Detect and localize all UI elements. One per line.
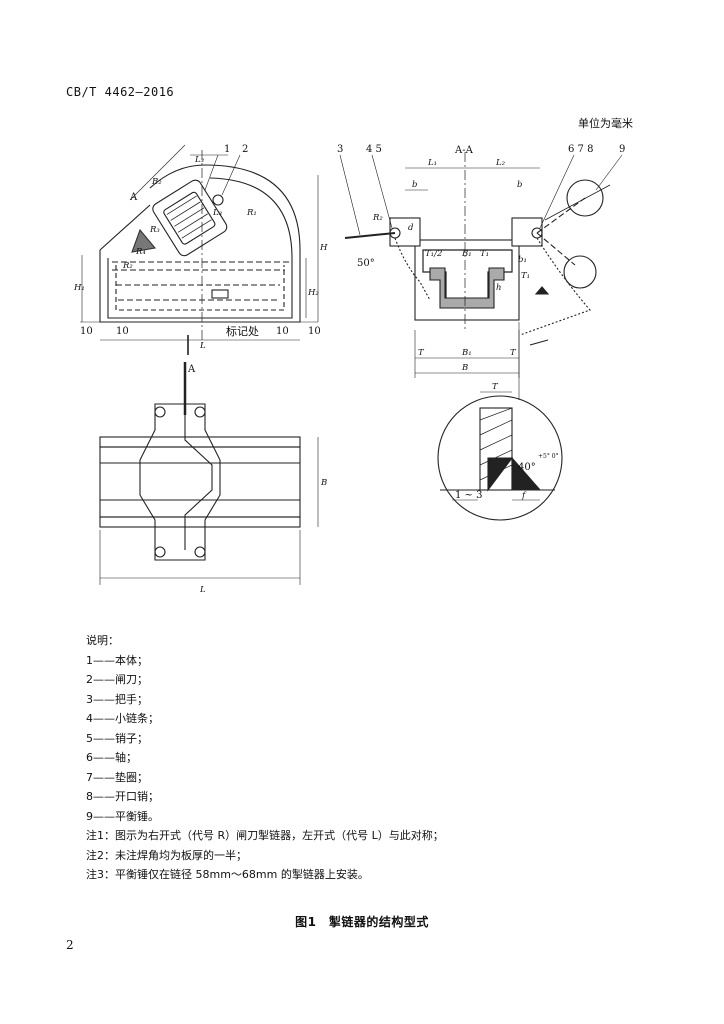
dim-L1: L₁	[427, 158, 437, 168]
dim-10-b: 10	[116, 326, 129, 337]
legend: 说明： 1——本体； 2——闸刀； 3——把手； 4——小链条； 5——销子； …	[86, 631, 444, 885]
dim-R4: R₄	[135, 247, 146, 257]
dim-h: h	[496, 283, 501, 293]
callout-2: 2	[242, 144, 248, 155]
angle-40: 40°	[518, 462, 536, 473]
section-title: A-A	[454, 145, 474, 156]
legend-item: 6——轴；	[86, 751, 137, 764]
note-2: 注2：未注焊角均为板厚的一半；	[86, 848, 247, 862]
dim-L3: L₃	[194, 155, 205, 165]
dim-B2: B₂	[151, 177, 162, 187]
body-outline	[99, 164, 301, 323]
dim-L2: L₂	[495, 158, 506, 168]
note-3: 注3：平衡锤仅在链径 58mm～68mm 的掣链器上安装。	[86, 868, 369, 881]
dim-10-a: 10	[80, 326, 93, 337]
legend-item: 7——垫圈；	[86, 770, 148, 784]
dim-T-right: T	[510, 348, 517, 358]
legend-item: 8——开口销；	[86, 790, 159, 803]
callout-1: 1	[224, 144, 230, 155]
dim-b1: b₁	[518, 255, 527, 265]
dim-L-plan: L	[199, 585, 206, 595]
dim-B-plan: B	[320, 478, 327, 488]
standard-code: CB/T 4462—2016	[66, 85, 175, 99]
page-number: 2	[66, 938, 74, 952]
dim-b: b	[412, 180, 417, 190]
angle-tol: +5° 0°	[538, 453, 559, 460]
dim-B1-top: B₁	[461, 249, 472, 259]
dim-T-half: T₁/2	[425, 249, 442, 259]
note-1: 注1：图示为右开式（代号 R）闸刀掣链器，左开式（代号 L）与此对称；	[86, 829, 444, 842]
dim-B1: B₁	[461, 348, 472, 358]
technical-drawing: 1 2 3 4 5 6 7 8 9 A-A L₃ B₂ R₁ L₃ R₃ R₄ …	[73, 144, 625, 595]
section-marker-bottom: A	[187, 364, 196, 375]
legend-heading: 说明：	[86, 634, 119, 647]
dim-R3: R₃	[149, 225, 160, 235]
legend-item: 9——平衡锤。	[86, 809, 159, 823]
dim-L3-b: L₃	[212, 208, 223, 218]
callout-6-7-8: 6 7 8	[568, 144, 593, 155]
dim-10-d: 10	[308, 326, 321, 337]
dim-R2-sec: R₂	[372, 213, 383, 223]
legend-item: 5——销子；	[86, 731, 148, 745]
dim-H1: H₁	[73, 283, 85, 293]
legend-item: 3——把手；	[86, 692, 148, 706]
legend-item: 4——小链条；	[86, 712, 159, 725]
dim-f: f	[521, 491, 527, 501]
detail-dim: 1 ~ 3	[455, 490, 482, 501]
unit-note: 单位为毫米	[578, 117, 633, 130]
dim-T1-side: T₁	[521, 271, 530, 281]
figure-caption: 图1 掣链器的结构型式	[295, 915, 429, 929]
dim-R1: R₁	[246, 208, 257, 218]
dim-T1: T₁	[480, 249, 489, 259]
callout-4-5: 4 5	[366, 144, 382, 155]
dim-B-sec: B	[461, 363, 468, 373]
dim-L-side: L	[199, 341, 206, 351]
dim-T-detail: T	[492, 382, 499, 392]
callout-9: 9	[619, 144, 625, 155]
section-marker-top: A	[129, 192, 138, 203]
dim-H: H	[319, 243, 328, 253]
dim-T-left: T	[418, 348, 425, 358]
callout-3: 3	[337, 144, 343, 155]
dim-H2: H₂	[307, 288, 319, 298]
dim-10-c: 10	[276, 326, 289, 337]
angle-50: 50°	[357, 258, 375, 269]
dim-b-right: b	[517, 180, 522, 190]
dim-R2: R₂	[122, 261, 133, 271]
dim-d: d	[408, 223, 414, 233]
legend-item: 1——本体；	[86, 653, 148, 667]
legend-item: 2——闸刀；	[86, 673, 148, 686]
mark-label: 标记处	[226, 324, 259, 338]
